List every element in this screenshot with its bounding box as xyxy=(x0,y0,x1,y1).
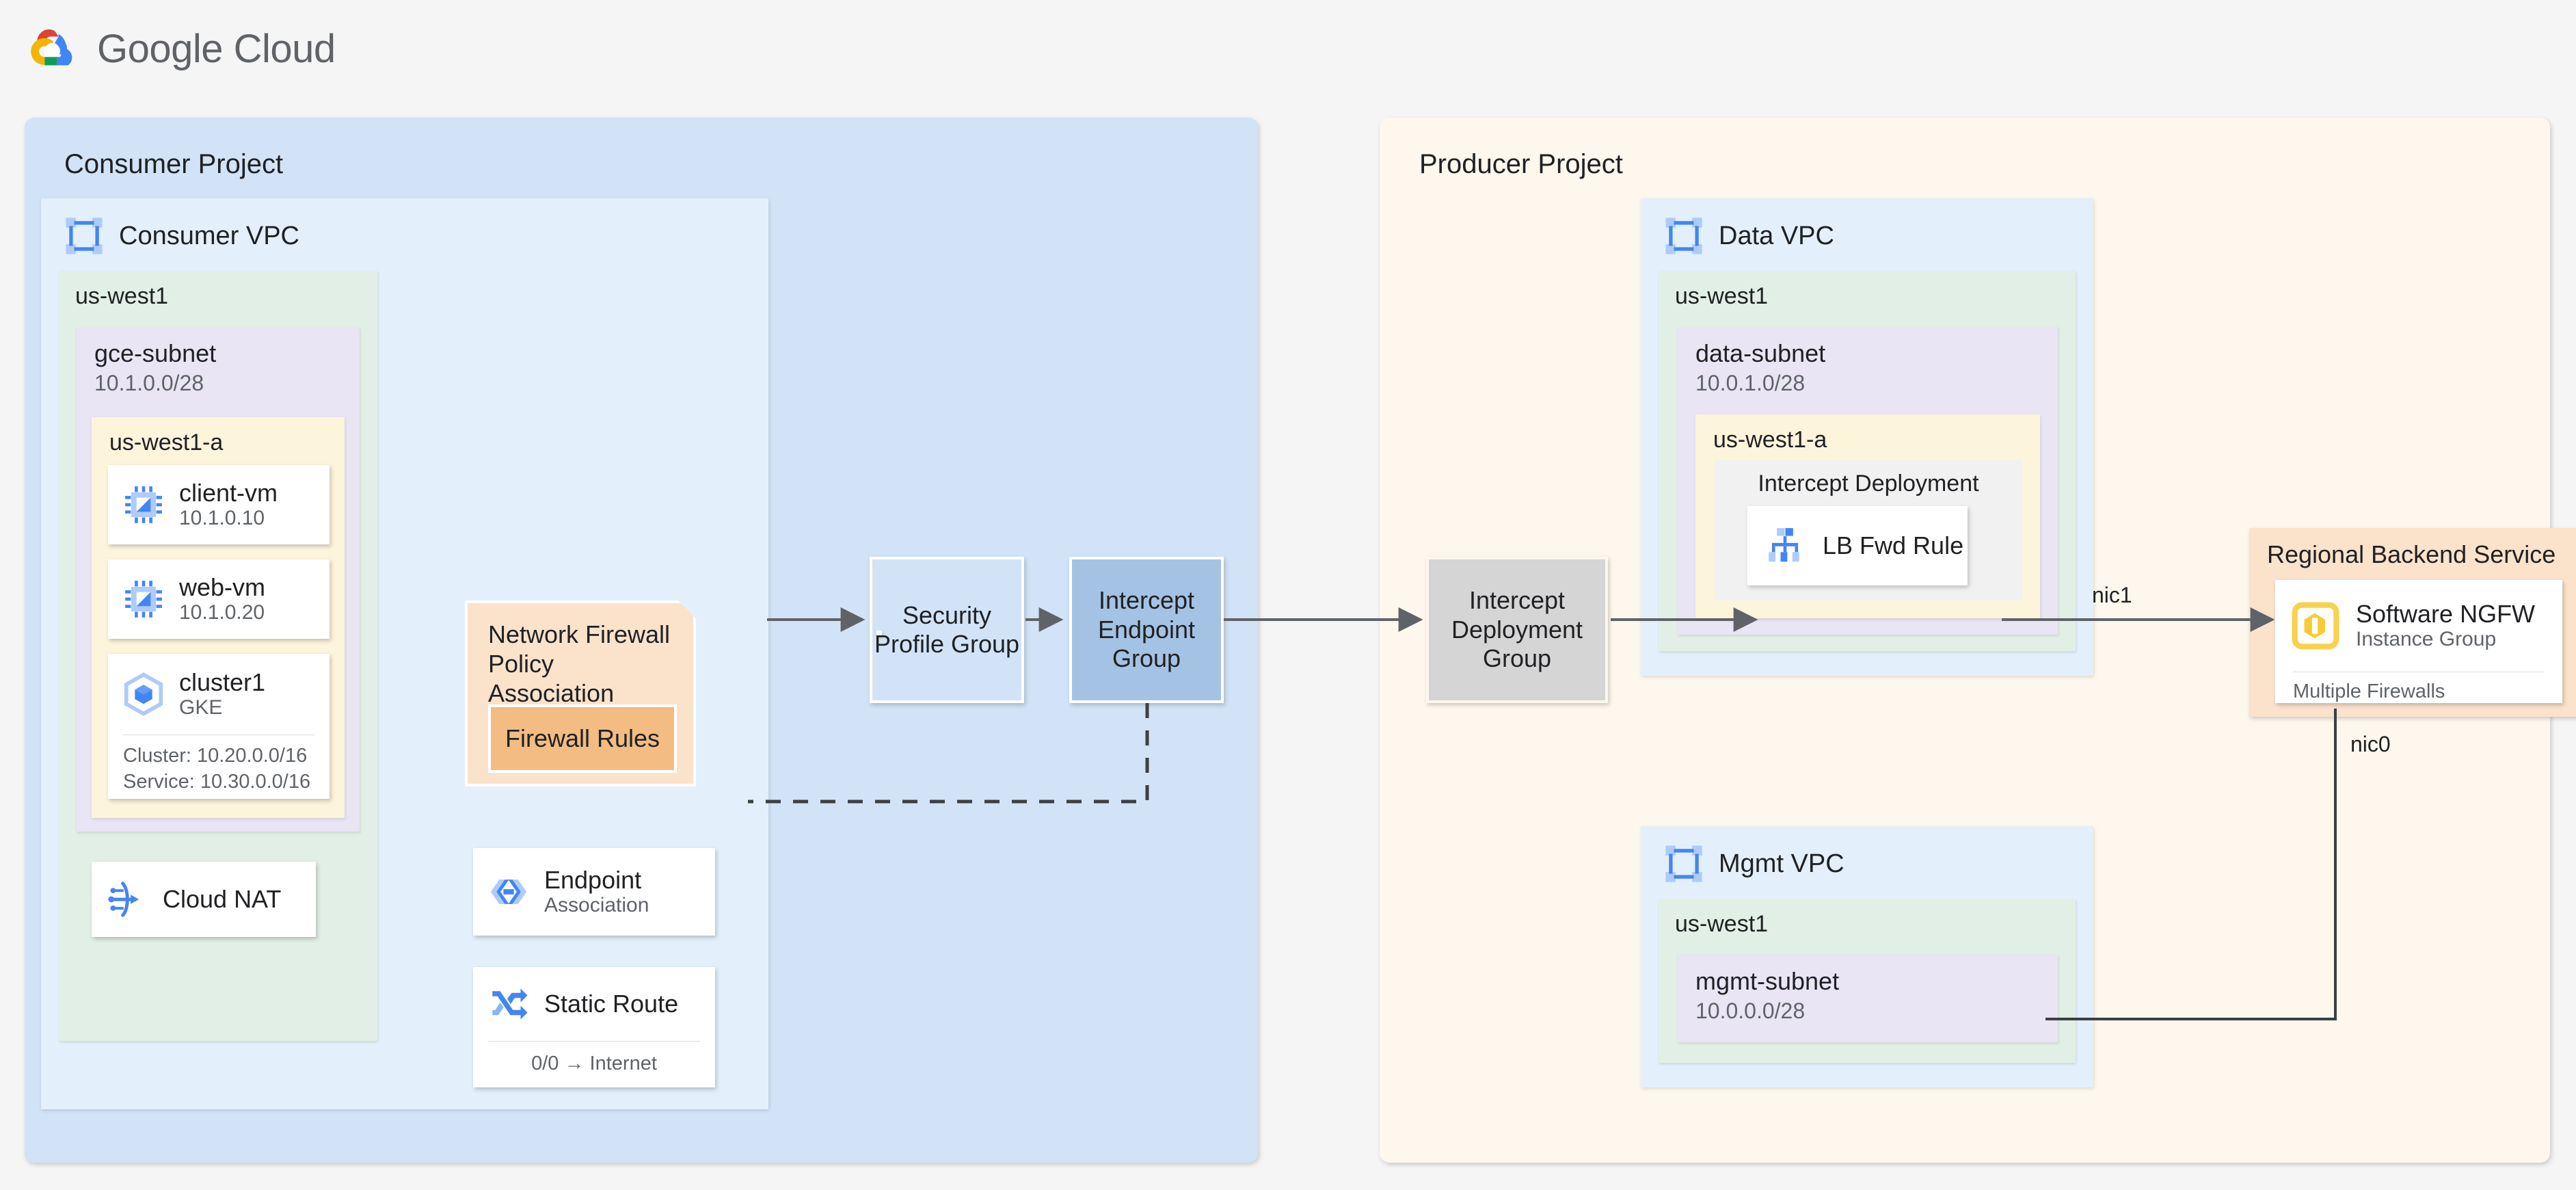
client-vm-name: client-vm xyxy=(179,478,278,507)
consumer-vpc-name: Consumer VPC xyxy=(119,221,299,250)
nfp-association-title: Network Firewall Policy Association xyxy=(488,620,671,708)
consumer-region-container: us-west1 gce-subnet 10.1.0.0/28 us-west1… xyxy=(59,271,377,1041)
static-route-icon xyxy=(473,983,544,1024)
vpc-network-icon xyxy=(1665,845,1702,882)
endpoint-association-card[interactable]: Endpoint Association xyxy=(473,848,715,936)
data-vpc-container: Data VPC us-west1 data-subnet 10.0.1.0/2… xyxy=(1641,198,2093,676)
cloud-nat-icon xyxy=(92,878,163,921)
nic1-label: nic1 xyxy=(2092,583,2132,607)
data-subnet-cidr: 10.0.1.0/28 xyxy=(1695,371,1806,395)
compute-engine-vm-icon xyxy=(108,578,179,620)
us-west1-a-zone-container: us-west1-a xyxy=(92,417,345,818)
data-subnet-name: data-subnet xyxy=(1695,339,1826,367)
data-zone-label: us-west1-a xyxy=(1713,427,1827,453)
endpoint-association-sub: Association xyxy=(544,893,649,916)
mgmt-region-label: us-west1 xyxy=(1675,911,1769,937)
static-route-title: Static Route xyxy=(544,989,679,1018)
consumer-region-label: us-west1 xyxy=(75,283,169,309)
mgmt-vpc-header: Mgmt VPC xyxy=(1664,844,1844,884)
compute-engine-vm-icon xyxy=(108,484,179,526)
mgmt-vpc-container: Mgmt VPC us-west1 mgmt-subnet 10.0.0.0/2… xyxy=(1641,826,2093,1087)
gce-subnet-cidr: 10.1.0.0/28 xyxy=(94,371,204,395)
data-vpc-header: Data VPC xyxy=(1664,216,1834,256)
web-vm-card[interactable]: web-vm 10.1.0.20 xyxy=(108,559,330,639)
software-ngfw-sub: Instance Group xyxy=(2356,627,2497,650)
intercept-deployment-group[interactable]: Intercept Deployment Group xyxy=(1426,557,1608,703)
lb-fwd-rule-card[interactable]: LB Fwd Rule xyxy=(1747,506,1968,585)
cluster1-name: cluster1 xyxy=(179,667,266,696)
cluster1-cluster-cidr: Cluster: 10.20.0.0/16 xyxy=(123,745,308,767)
lb-fwd-rule-label: LB Fwd Rule xyxy=(1823,531,1964,559)
cloud-nat-card[interactable]: Cloud NAT xyxy=(92,862,316,937)
mgmt-vpc-name: Mgmt VPC xyxy=(1719,849,1844,878)
software-ngfw-foot: Multiple Firewalls xyxy=(2293,680,2445,702)
load-balancer-icon xyxy=(1747,525,1823,567)
firewall-rules-box[interactable]: Firewall Rules xyxy=(488,704,677,773)
gce-subnet-name: gce-subnet xyxy=(94,339,217,367)
cluster1-service-cidr: Service: 10.30.0.0/16 xyxy=(123,770,311,793)
cloud-nat-label: Cloud NAT xyxy=(163,884,282,913)
client-vm-ip: 10.1.0.10 xyxy=(179,506,265,529)
static-route-divider xyxy=(488,1041,700,1042)
intercept-deployment-container: Intercept Deployment xyxy=(1715,460,2022,600)
data-subnet-container: data-subnet 10.0.1.0/28 us-west1-a Inter… xyxy=(1678,327,2058,635)
consumer-vpc-container: Consumer VPC us-west1 gce-subnet 10.1.0.… xyxy=(41,198,882,1109)
network-firewall-policy-association[interactable]: Network Firewall Policy Association Fire… xyxy=(465,600,696,786)
mgmt-subnet-name: mgmt-subnet xyxy=(1695,967,1840,995)
producer-project-title: Producer Project xyxy=(1419,149,1623,179)
client-vm-card[interactable]: client-vm 10.1.0.10 xyxy=(108,465,330,544)
google-cloud-logo-icon xyxy=(31,29,72,66)
web-vm-name: web-vm xyxy=(179,572,266,601)
software-ngfw-title: Software NGFW xyxy=(2356,599,2536,628)
data-region-container: us-west1 data-subnet 10.0.1.0/28 us-west… xyxy=(1659,271,2076,651)
consumer-vpc-header: Consumer VPC xyxy=(64,216,299,256)
security-profile-group[interactable]: Security Profile Group xyxy=(870,557,1024,703)
web-vm-ip: 10.1.0.20 xyxy=(179,600,265,624)
data-vpc-name: Data VPC xyxy=(1719,221,1834,250)
nic0-label: nic0 xyxy=(2350,732,2391,756)
consumer-project-title: Consumer Project xyxy=(64,149,284,179)
vpc-network-icon xyxy=(66,217,103,254)
gke-cluster-icon xyxy=(108,672,179,717)
security-profile-group-placeholder xyxy=(876,631,882,636)
mgmt-subnet-container: mgmt-subnet 10.0.0.0/28 xyxy=(1678,955,2058,1042)
cluster1-type: GKE xyxy=(179,696,223,719)
software-ngfw-icon xyxy=(2275,600,2356,652)
static-route-card[interactable]: Static Route 0/0 → Internet xyxy=(473,967,715,1087)
brand-header: Google Cloud xyxy=(26,22,336,75)
software-ngfw-card[interactable]: Software NGFW Instance Group Multiple Fi… xyxy=(2275,580,2562,703)
regional-backend-service-container: Regional Backend Service Software NGFW I… xyxy=(2249,528,2576,717)
endpoint-association-title: Endpoint xyxy=(544,865,642,894)
consumer-project-container: Consumer Project Consumer VPC us-west1 g… xyxy=(25,118,1258,1163)
us-west1-a-zone-label: us-west1-a xyxy=(109,429,224,455)
intercept-deployment-label: Intercept Deployment xyxy=(1758,471,1979,497)
data-region-label: us-west1 xyxy=(1675,283,1769,309)
gce-subnet-container: gce-subnet 10.1.0.0/28 us-west1-a xyxy=(77,327,360,832)
cluster1-card[interactable]: cluster1 GKE Cluster: 10.20.0.0/16 Servi… xyxy=(108,654,330,799)
mgmt-subnet-cidr: 10.0.0.0/28 xyxy=(1695,999,1806,1023)
intercept-endpoint-group[interactable]: Intercept Endpoint Group xyxy=(1069,557,1224,703)
data-zone-container: us-west1-a Intercept Deployment xyxy=(1695,414,2040,618)
vpc-network-icon xyxy=(1665,217,1702,254)
mgmt-region-container: us-west1 mgmt-subnet 10.0.0.0/28 xyxy=(1659,899,2076,1063)
regional-backend-service-title: Regional Backend Service xyxy=(2267,540,2556,568)
brand-name: Google Cloud xyxy=(97,26,336,71)
static-route-detail: 0/0 → Internet xyxy=(531,1053,657,1074)
producer-project-container: Producer Project Intercept Deployment Gr… xyxy=(1380,118,2576,1163)
endpoint-association-icon xyxy=(473,869,544,914)
